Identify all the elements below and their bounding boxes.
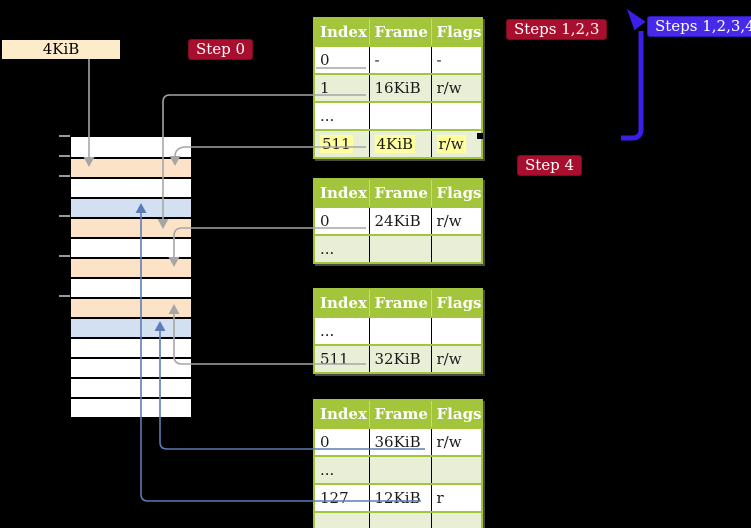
address-tick bbox=[59, 295, 70, 297]
table-row: ... bbox=[314, 456, 482, 484]
memory-frame-row bbox=[71, 397, 191, 417]
column-header: Flags bbox=[430, 18, 482, 46]
step0-badge: Step 0 bbox=[188, 39, 254, 60]
memory-frame-row bbox=[71, 197, 191, 217]
address-tick bbox=[59, 255, 70, 257]
memory-frame-row bbox=[71, 317, 191, 337]
table-cell bbox=[430, 235, 482, 263]
memory-frame-row bbox=[71, 297, 191, 317]
frame-size-label: 4KiB bbox=[2, 40, 120, 59]
table-cell: - bbox=[430, 46, 482, 74]
table-cell: 4KiB bbox=[368, 130, 431, 158]
step4-badge: Step 4 bbox=[517, 155, 583, 176]
table-cell bbox=[368, 102, 431, 130]
steps1234-badge: Steps 1,2,3,4 bbox=[647, 16, 751, 37]
highlight-mark: r/w bbox=[436, 135, 466, 153]
memory-frame-row bbox=[71, 257, 191, 277]
table-cell bbox=[430, 102, 482, 130]
column-header: Frame bbox=[368, 18, 431, 46]
table-cell: ... bbox=[320, 322, 335, 340]
table-cell: 24KiB bbox=[368, 207, 431, 235]
recursive-loop-arrow bbox=[621, 9, 646, 141]
table-cell: r/w bbox=[430, 130, 482, 158]
table-row-highlighted: 511 4KiB r/w bbox=[314, 130, 482, 158]
column-header: Frame bbox=[368, 400, 431, 428]
column-header: Index bbox=[314, 18, 369, 46]
column-header: Frame bbox=[368, 289, 431, 317]
table-cell: ... bbox=[320, 107, 335, 125]
table-row: 127 12KiB r bbox=[314, 484, 482, 512]
table-cell bbox=[368, 512, 431, 528]
table-cell: 12KiB bbox=[368, 484, 431, 512]
memory-frame-row bbox=[71, 137, 191, 157]
column-header: Flags bbox=[430, 289, 482, 317]
table-cell: ... bbox=[320, 517, 335, 528]
table-cell bbox=[430, 512, 482, 528]
address-tick bbox=[59, 135, 70, 137]
table-cell bbox=[368, 456, 431, 484]
memory-frame-row bbox=[71, 217, 191, 237]
table-row: 1 16KiB r/w bbox=[314, 74, 482, 102]
table-cell: - bbox=[368, 46, 431, 74]
table-cell: ... bbox=[320, 461, 335, 479]
memory-frame-row bbox=[71, 277, 191, 297]
table-cell: r bbox=[430, 484, 482, 512]
address-tick bbox=[59, 175, 70, 177]
page-table-level3: Index Frame Flags 0 24KiB r/w ... bbox=[313, 178, 483, 264]
table-cell: 0 bbox=[320, 433, 330, 451]
table-row: 0 - - bbox=[314, 46, 482, 74]
column-header: Frame bbox=[368, 179, 431, 207]
table-cell: 32KiB bbox=[368, 345, 431, 373]
highlight-mark: 511 bbox=[320, 135, 353, 153]
table-cell: 127 bbox=[320, 489, 349, 507]
column-header: Index bbox=[314, 400, 369, 428]
column-header: Flags bbox=[430, 179, 482, 207]
steps123-badge: Steps 1,2,3 bbox=[506, 19, 608, 40]
table-cell bbox=[430, 317, 482, 345]
table-row: ... bbox=[314, 235, 482, 263]
memory-frame-row bbox=[71, 357, 191, 377]
table-cell: r/w bbox=[430, 74, 482, 102]
address-tick bbox=[59, 215, 70, 217]
page-table-level4: Index Frame Flags 0 - - 1 16KiB r/w ... … bbox=[313, 17, 483, 159]
memory-frame-row bbox=[71, 237, 191, 257]
table-cell: 36KiB bbox=[368, 428, 431, 456]
table-cell: 1 bbox=[320, 79, 330, 97]
table-row: ... bbox=[314, 102, 482, 130]
table-cell: 511 bbox=[314, 130, 369, 158]
page-table-level1: Index Frame Flags 0 36KiB r/w ... 127 12… bbox=[313, 399, 483, 528]
memory-frame-row bbox=[71, 157, 191, 177]
table-cell: 511 bbox=[320, 350, 349, 368]
physical-memory-column bbox=[70, 136, 192, 418]
column-header: Flags bbox=[430, 400, 482, 428]
table-cell: r/w bbox=[430, 345, 482, 373]
table-row: ... bbox=[314, 512, 482, 528]
table-cell: r/w bbox=[430, 428, 482, 456]
address-tick bbox=[59, 155, 70, 157]
page-table-level2: Index Frame Flags ... 511 32KiB r/w bbox=[313, 288, 483, 374]
table-cell bbox=[368, 235, 431, 263]
table-cell: r/w bbox=[430, 207, 482, 235]
table-row: 511 32KiB r/w bbox=[314, 345, 482, 373]
table-row: 0 24KiB r/w bbox=[314, 207, 482, 235]
highlight-mark: 4KiB bbox=[374, 135, 416, 153]
table-cell: 16KiB bbox=[368, 74, 431, 102]
table-cell bbox=[368, 317, 431, 345]
table-row: ... bbox=[314, 317, 482, 345]
table-cell: 0 bbox=[320, 212, 330, 230]
column-header: Index bbox=[314, 179, 369, 207]
column-header: Index bbox=[314, 289, 369, 317]
memory-frame-row bbox=[71, 337, 191, 357]
table-cell bbox=[430, 456, 482, 484]
table-cell: ... bbox=[320, 240, 335, 258]
table-row: 0 36KiB r/w bbox=[314, 428, 482, 456]
table-cell: 0 bbox=[320, 51, 330, 69]
memory-frame-row bbox=[71, 377, 191, 397]
memory-frame-row bbox=[71, 177, 191, 197]
